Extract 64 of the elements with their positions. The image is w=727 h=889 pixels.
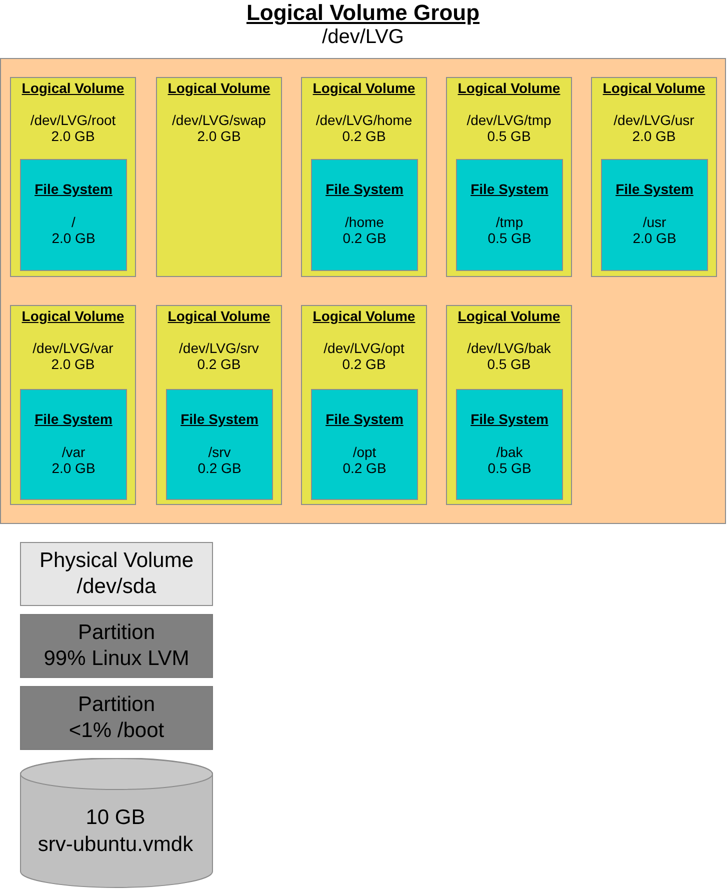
file-system-heading: File System xyxy=(34,410,112,428)
logical-volume-box xyxy=(10,77,136,277)
volume-heading: Logical Volume xyxy=(458,79,560,97)
file-system-heading: File System xyxy=(470,180,548,198)
physical-volume-heading: Physical Volume xyxy=(39,548,194,574)
file-system-box xyxy=(311,159,418,271)
file-system-heading: File System xyxy=(34,180,112,198)
logical-volume-box xyxy=(10,305,136,505)
mount-point-size: / 2.0 GB xyxy=(52,214,96,246)
logical-volume-box xyxy=(446,77,572,277)
partition-heading: Partition xyxy=(78,620,156,646)
partition-detail: 99% Linux LVM xyxy=(44,646,190,672)
file-system-heading: File System xyxy=(180,410,258,428)
mount-point-size: /tmp 0.5 GB xyxy=(488,214,532,246)
volume-path-size: /dev/LVG/srv 0.2 GB xyxy=(179,340,259,372)
mount-point-size: /bak 0.5 GB xyxy=(488,444,532,476)
file-system-heading: File System xyxy=(616,180,694,198)
volume-path-size: /dev/LVG/usr 2.0 GB xyxy=(614,112,694,144)
volume-path-size: /dev/LVG/root 2.0 GB xyxy=(30,112,116,144)
mount-point-size: /srv 0.2 GB xyxy=(198,444,242,476)
file-system-box xyxy=(311,389,418,500)
mount-point-size: /usr 2.0 GB xyxy=(632,214,676,246)
partition-box xyxy=(20,614,213,678)
file-system-box xyxy=(456,389,563,500)
partition-heading: Partition xyxy=(78,692,156,718)
file-system-box xyxy=(456,159,563,271)
file-system-box xyxy=(20,159,127,271)
volume-path-size: /dev/LVG/var 2.0 GB xyxy=(32,340,114,372)
volume-heading: Logical Volume xyxy=(312,79,416,97)
disk-file-name: srv-ubuntu.vmdk xyxy=(38,832,194,858)
volume-heading: Logical Volume xyxy=(22,307,124,325)
logical-volume-box xyxy=(446,305,572,505)
logical-volume-box xyxy=(301,77,427,277)
volume-heading: Logical Volume xyxy=(168,307,270,325)
disk-size: 10 GB xyxy=(86,805,146,831)
volume-heading: Logical Volume xyxy=(312,307,416,325)
group-path: /dev/LVG xyxy=(322,25,404,49)
mount-point-size: /var 2.0 GB xyxy=(52,444,96,476)
volume-heading: Logical Volume xyxy=(168,79,270,97)
partition-detail: <1% /boot xyxy=(68,718,164,744)
volume-heading: Logical Volume xyxy=(22,79,124,97)
logical-volume-box xyxy=(156,77,282,277)
file-system-box xyxy=(20,389,127,500)
file-system-box xyxy=(166,389,273,500)
physical-volume-box xyxy=(20,542,213,606)
logical-volume-box xyxy=(301,305,427,505)
file-system-box xyxy=(601,159,708,271)
file-system-heading: File System xyxy=(326,180,404,198)
device-path: /dev/sda xyxy=(76,574,156,600)
partition-box xyxy=(20,686,213,750)
volume-heading: Logical Volume xyxy=(458,307,560,325)
volume-heading: Logical Volume xyxy=(602,79,706,97)
file-system-heading: File System xyxy=(470,410,548,428)
volume-path-size: /dev/LVG/bak 0.5 GB xyxy=(467,340,551,372)
file-system-heading: File System xyxy=(326,410,404,428)
volume-path-size: /dev/LVG/tmp 0.5 GB xyxy=(466,112,552,144)
mount-point-size: /opt 0.2 GB xyxy=(342,444,386,476)
volume-path-size: /dev/LVG/swap 2.0 GB xyxy=(172,112,266,144)
group-heading: Logical Volume Group xyxy=(246,1,480,25)
logical-volume-box xyxy=(156,305,282,505)
volume-path-size: /dev/LVG/home 0.2 GB xyxy=(316,112,412,144)
mount-point-size: /home 0.2 GB xyxy=(342,214,386,246)
volume-path-size: /dev/LVG/opt 0.2 GB xyxy=(324,340,404,372)
logical-volume-box xyxy=(591,77,717,277)
